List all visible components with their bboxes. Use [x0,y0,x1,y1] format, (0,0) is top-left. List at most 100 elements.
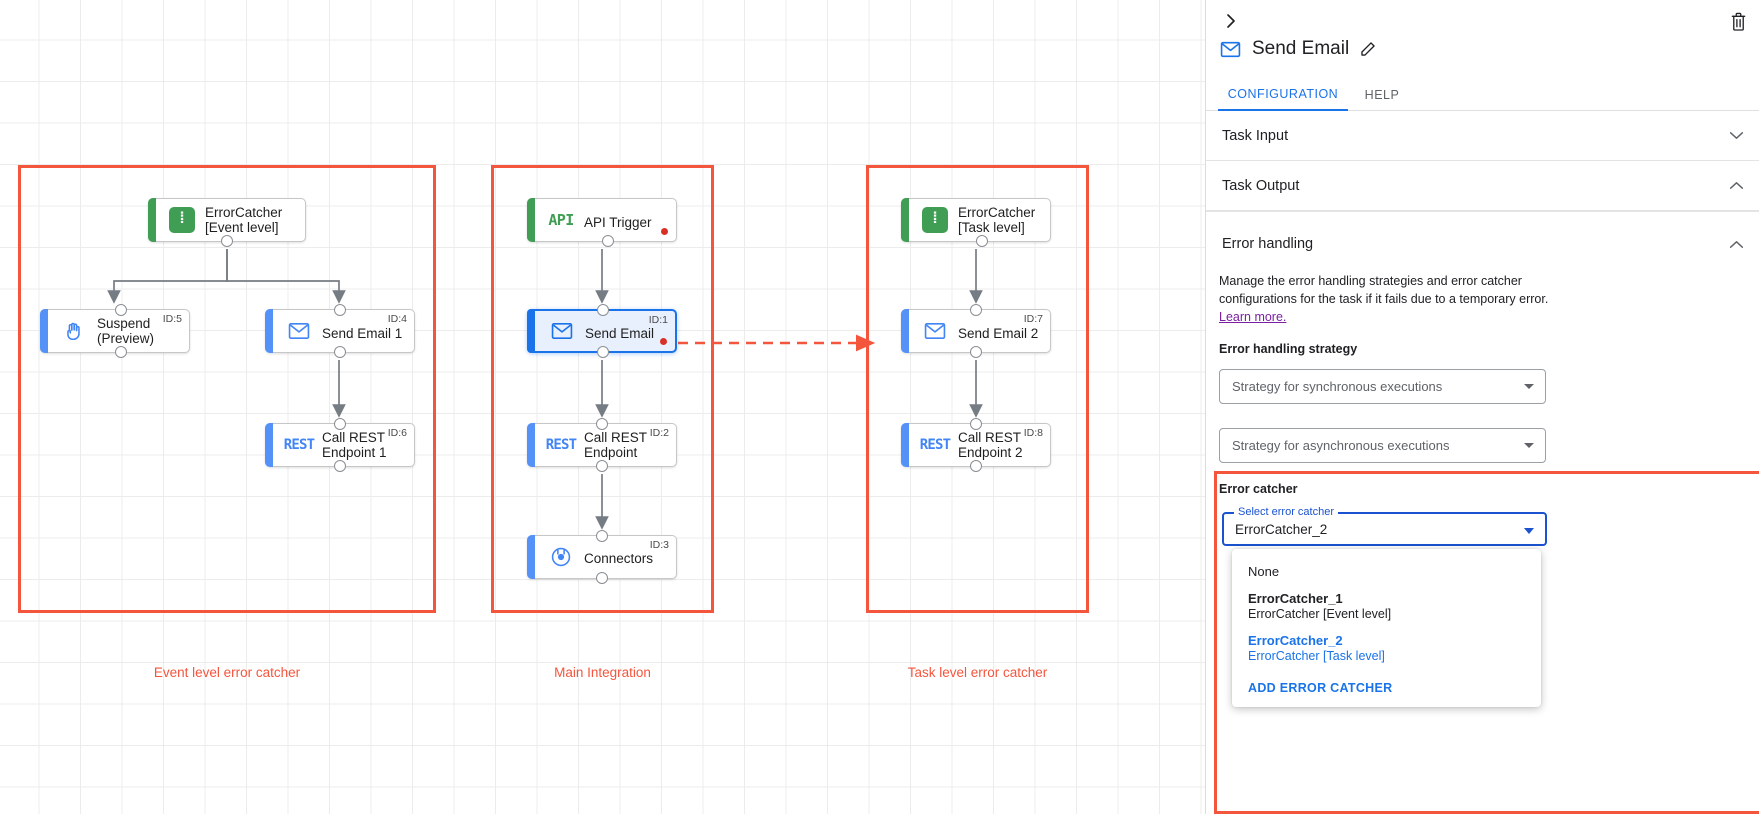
node-output-port[interactable] [970,346,982,358]
menu-item-secondary: ErrorCatcher [Task level] [1248,649,1385,663]
error-catcher-dropdown-menu[interactable]: None ErrorCatcher_1 ErrorCatcher [Event … [1232,549,1541,707]
panel-header [1206,0,1759,40]
error-catcher-floating-label: Select error catcher [1234,506,1338,518]
group-caption-task-level: Task level error catcher [907,665,1048,680]
page-title: Send Email [1252,38,1350,59]
node-output-port[interactable] [602,235,614,247]
chevron-down-icon [1729,131,1744,140]
section-error-handling[interactable]: Error handling [1206,219,1759,269]
section-label: Task Input [1222,127,1289,144]
node-send-email-1[interactable]: Send Email 1 ID:4 [265,304,415,358]
api-icon: API [548,211,574,229]
node-suspend-preview[interactable]: Suspend (Preview) ID:5 [40,304,190,358]
error-handling-strategy-label: Error handling strategy [1219,342,1358,356]
rest-icon: REST [283,437,315,453]
sync-strategy-select[interactable]: Strategy for synchronous executions [1219,369,1546,404]
tab-help[interactable]: HELP [1364,87,1400,102]
error-catcher-label: Error catcher [1219,482,1298,496]
node-accent-bar [527,309,535,353]
connectors-icon [548,544,574,570]
node-label: ErrorCatcher [Event level] [205,204,283,235]
node-api-trigger[interactable]: API API Trigger [527,198,677,247]
node-label: Send Email 1 [322,326,403,341]
error-catcher-select[interactable]: Select error catcher ErrorCatcher_2 [1222,506,1547,546]
node-output-port[interactable] [334,346,346,358]
node-label: Call REST Endpoint [584,429,648,460]
section-task-output[interactable]: Task Output [1206,161,1759,211]
envelope-icon [549,318,575,344]
node-id-badge: ID:2 [649,427,669,439]
task-config-panel: Send Email CONFIGURATION HELP Task Input… [1205,0,1759,814]
chevron-up-icon [1729,181,1744,190]
error-handling-description: Manage the error handling strategies and… [1219,272,1549,326]
node-accent-bar [901,423,909,467]
node-label: Call REST Endpoint 2 [958,429,1023,460]
node-input-port[interactable] [596,530,608,542]
node-input-port[interactable] [596,418,608,430]
node-error-catcher-event-level[interactable]: ⁞ ErrorCatcher [Event level] [148,198,306,247]
menu-item-errorcatcher-2[interactable]: ErrorCatcher_2 ErrorCatcher [Task level] [1232,627,1541,669]
node-error-indicator [661,228,668,235]
node-label: ErrorCatcher [Task level] [958,204,1036,235]
node-output-port[interactable] [970,460,982,472]
node-output-port[interactable] [597,346,609,358]
chevron-down-icon [1524,443,1534,448]
node-output-port[interactable] [976,235,988,247]
node-id-badge: ID:6 [387,427,407,439]
edit-pencil-icon[interactable] [1360,41,1376,57]
workflow-canvas[interactable]: Event level error catcher Main Integrati… [0,0,1205,814]
learn-more-link[interactable]: Learn more. [1219,310,1287,325]
node-error-catcher-task-level[interactable]: ⁞ ErrorCatcher [Task level] [901,198,1051,247]
node-connectors[interactable]: Connectors ID:3 [527,530,677,584]
node-output-port[interactable] [221,235,233,247]
node-call-rest-endpoint[interactable]: REST Call REST Endpoint ID:2 [527,418,677,472]
node-accent-bar [527,535,535,579]
chevron-right-icon[interactable] [1218,8,1244,34]
node-output-port[interactable] [596,460,608,472]
envelope-icon [1220,41,1241,58]
node-send-email-2[interactable]: Send Email 2 ID:7 [901,304,1051,358]
panel-title-row: Send Email [1220,38,1376,60]
section-label: Error handling [1222,236,1314,252]
menu-item-errorcatcher-1[interactable]: ErrorCatcher_1 ErrorCatcher [Event level… [1232,585,1541,627]
section-task-input[interactable]: Task Input [1206,111,1759,161]
panel-tabs: CONFIGURATION HELP [1206,78,1759,111]
section-divider [1206,211,1759,212]
node-label: Suspend (Preview) [97,315,155,346]
node-accent-bar [265,309,273,353]
tab-configuration[interactable]: CONFIGURATION [1218,78,1348,111]
node-input-port[interactable] [970,304,982,316]
node-output-port[interactable] [596,572,608,584]
group-box-task-level [866,165,1089,613]
envelope-icon [922,318,948,344]
node-input-port[interactable] [970,418,982,430]
node-accent-bar [901,309,909,353]
node-id-badge: ID:4 [387,313,407,325]
node-accent-bar [527,198,535,242]
node-input-port[interactable] [597,304,609,316]
error-handling-description-text: Manage the error handling strategies and… [1219,274,1549,307]
node-send-email[interactable]: Send Email ID:1 [527,304,677,358]
node-error-indicator [660,338,667,345]
node-label: Send Email [585,326,655,341]
node-input-port[interactable] [115,304,127,316]
async-strategy-select[interactable]: Strategy for asynchronous executions [1219,428,1546,463]
delete-icon[interactable] [1724,7,1752,35]
hand-icon [61,318,87,344]
menu-item-none[interactable]: None [1232,558,1541,585]
node-accent-bar [901,198,909,242]
node-accent-bar [148,198,156,242]
async-strategy-value: Strategy for asynchronous executions [1232,438,1450,453]
node-output-port[interactable] [115,346,127,358]
node-label: Connectors [584,551,654,566]
node-input-port[interactable] [334,304,346,316]
chevron-up-icon [1729,240,1744,249]
rest-icon: REST [919,437,951,453]
node-input-port[interactable] [334,418,346,430]
node-call-rest-endpoint-2[interactable]: REST Call REST Endpoint 2 ID:8 [901,418,1051,472]
add-error-catcher-button[interactable]: ADD ERROR CATCHER [1248,681,1393,695]
node-output-port[interactable] [334,460,346,472]
node-label: Send Email 2 [958,326,1039,341]
node-call-rest-endpoint-1[interactable]: REST Call REST Endpoint 1 ID:6 [265,418,415,472]
group-box-main-integration [491,165,714,613]
